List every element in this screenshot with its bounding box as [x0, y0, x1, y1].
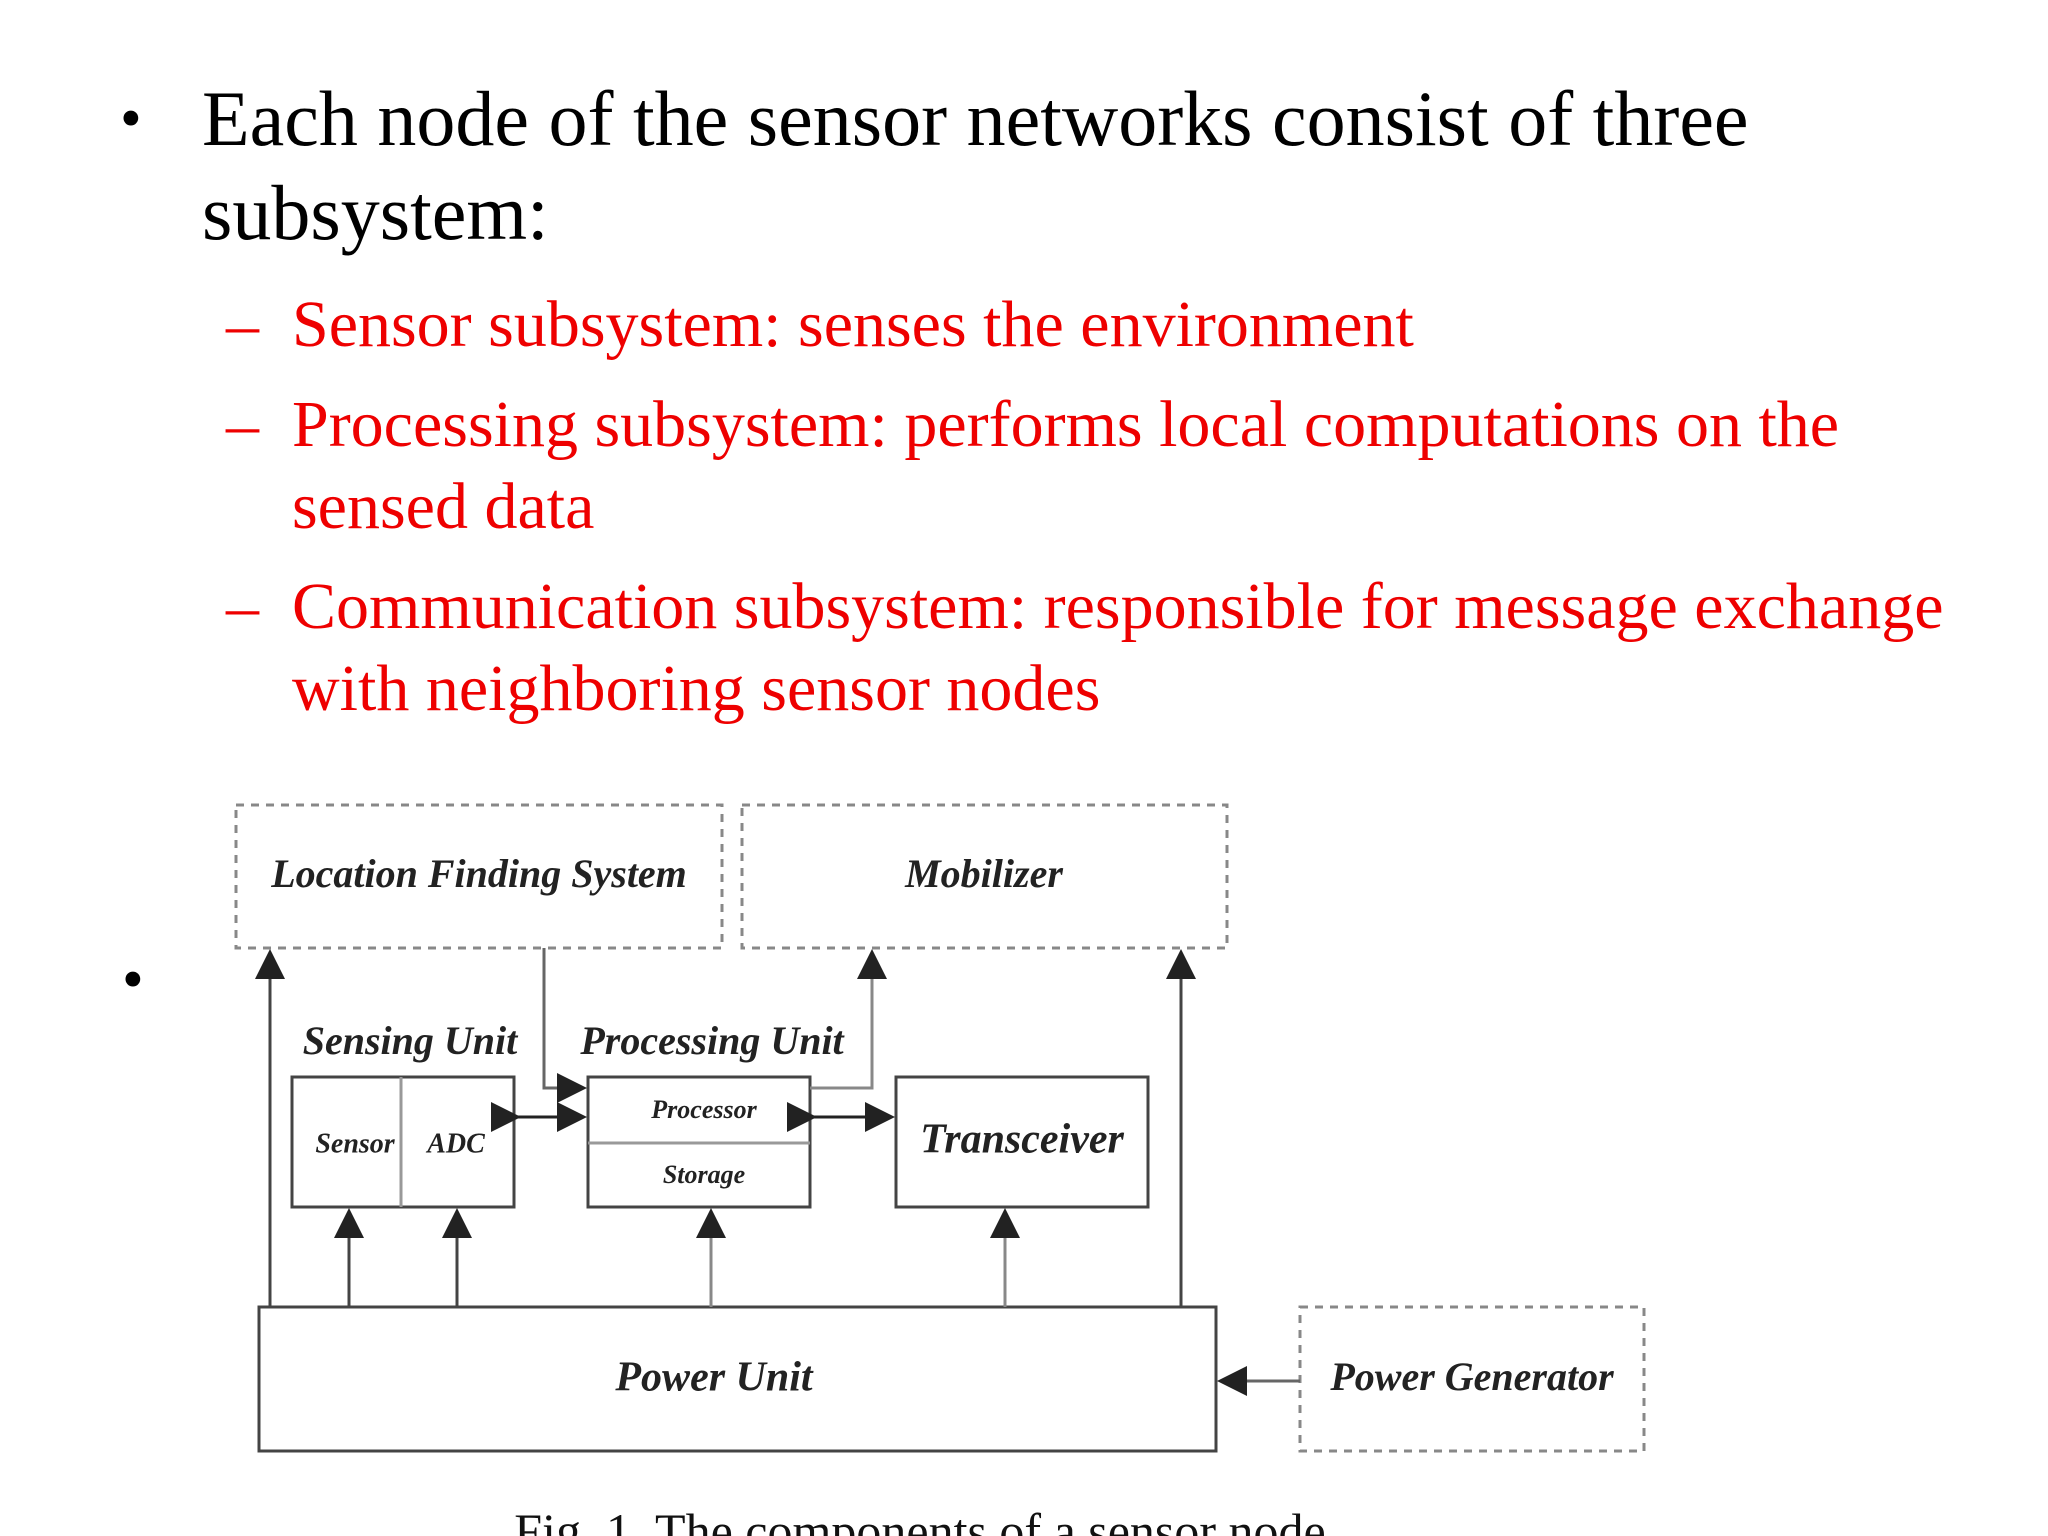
sub-bullet-text: Processing subsystem: performs local com… [292, 388, 1840, 543]
storage-label: Storage [663, 1160, 745, 1189]
sub-bullet-text: Communication subsystem: responsible for… [292, 570, 1944, 725]
power-generator-label: Power Generator [1329, 1354, 1614, 1399]
sensing-unit-box [290, 1075, 516, 1209]
power-unit-box [257, 1305, 1218, 1453]
processor-label: Processor [650, 1095, 757, 1124]
bullet-symbol: • [120, 85, 142, 153]
sub-bullet-dash: – [226, 570, 259, 643]
mobilizer-label: Mobilizer [904, 851, 1063, 896]
empty-bullet: • [122, 946, 144, 1014]
transceiver-label: Transceiver [920, 1117, 1124, 1163]
sensing-unit-label: Sensing Unit [303, 1018, 519, 1063]
location-finding-system-box [234, 803, 724, 950]
processing-unit-label: Processing Unit [579, 1018, 845, 1063]
power-unit-label: Power Unit [614, 1355, 814, 1401]
sub-bullet-dash: – [226, 288, 259, 361]
location-to-processing-arrow [542, 948, 587, 1103]
power-generator-box [1298, 1305, 1646, 1453]
adc-label: ADC [425, 1128, 485, 1159]
mobilizer-box [740, 803, 1229, 950]
main-bullet-text: Each node of the sensor networks consist… [202, 75, 1749, 256]
sensor-label: Sensor [315, 1128, 395, 1159]
slide-text-area: • Each node of the sensor networks consi… [0, 0, 2048, 760]
sub-bullet-text: Sensor subsystem: senses the environment [292, 288, 1414, 361]
processing-to-mobilizer-arrow [810, 949, 887, 1090]
figure-caption: Fig. 1. The components of a sensor node [514, 1503, 1325, 1536]
sub-bullet-dash: – [226, 388, 259, 461]
transceiver-box [894, 1075, 1150, 1209]
location-finding-system-label: Location Finding System [270, 851, 687, 896]
